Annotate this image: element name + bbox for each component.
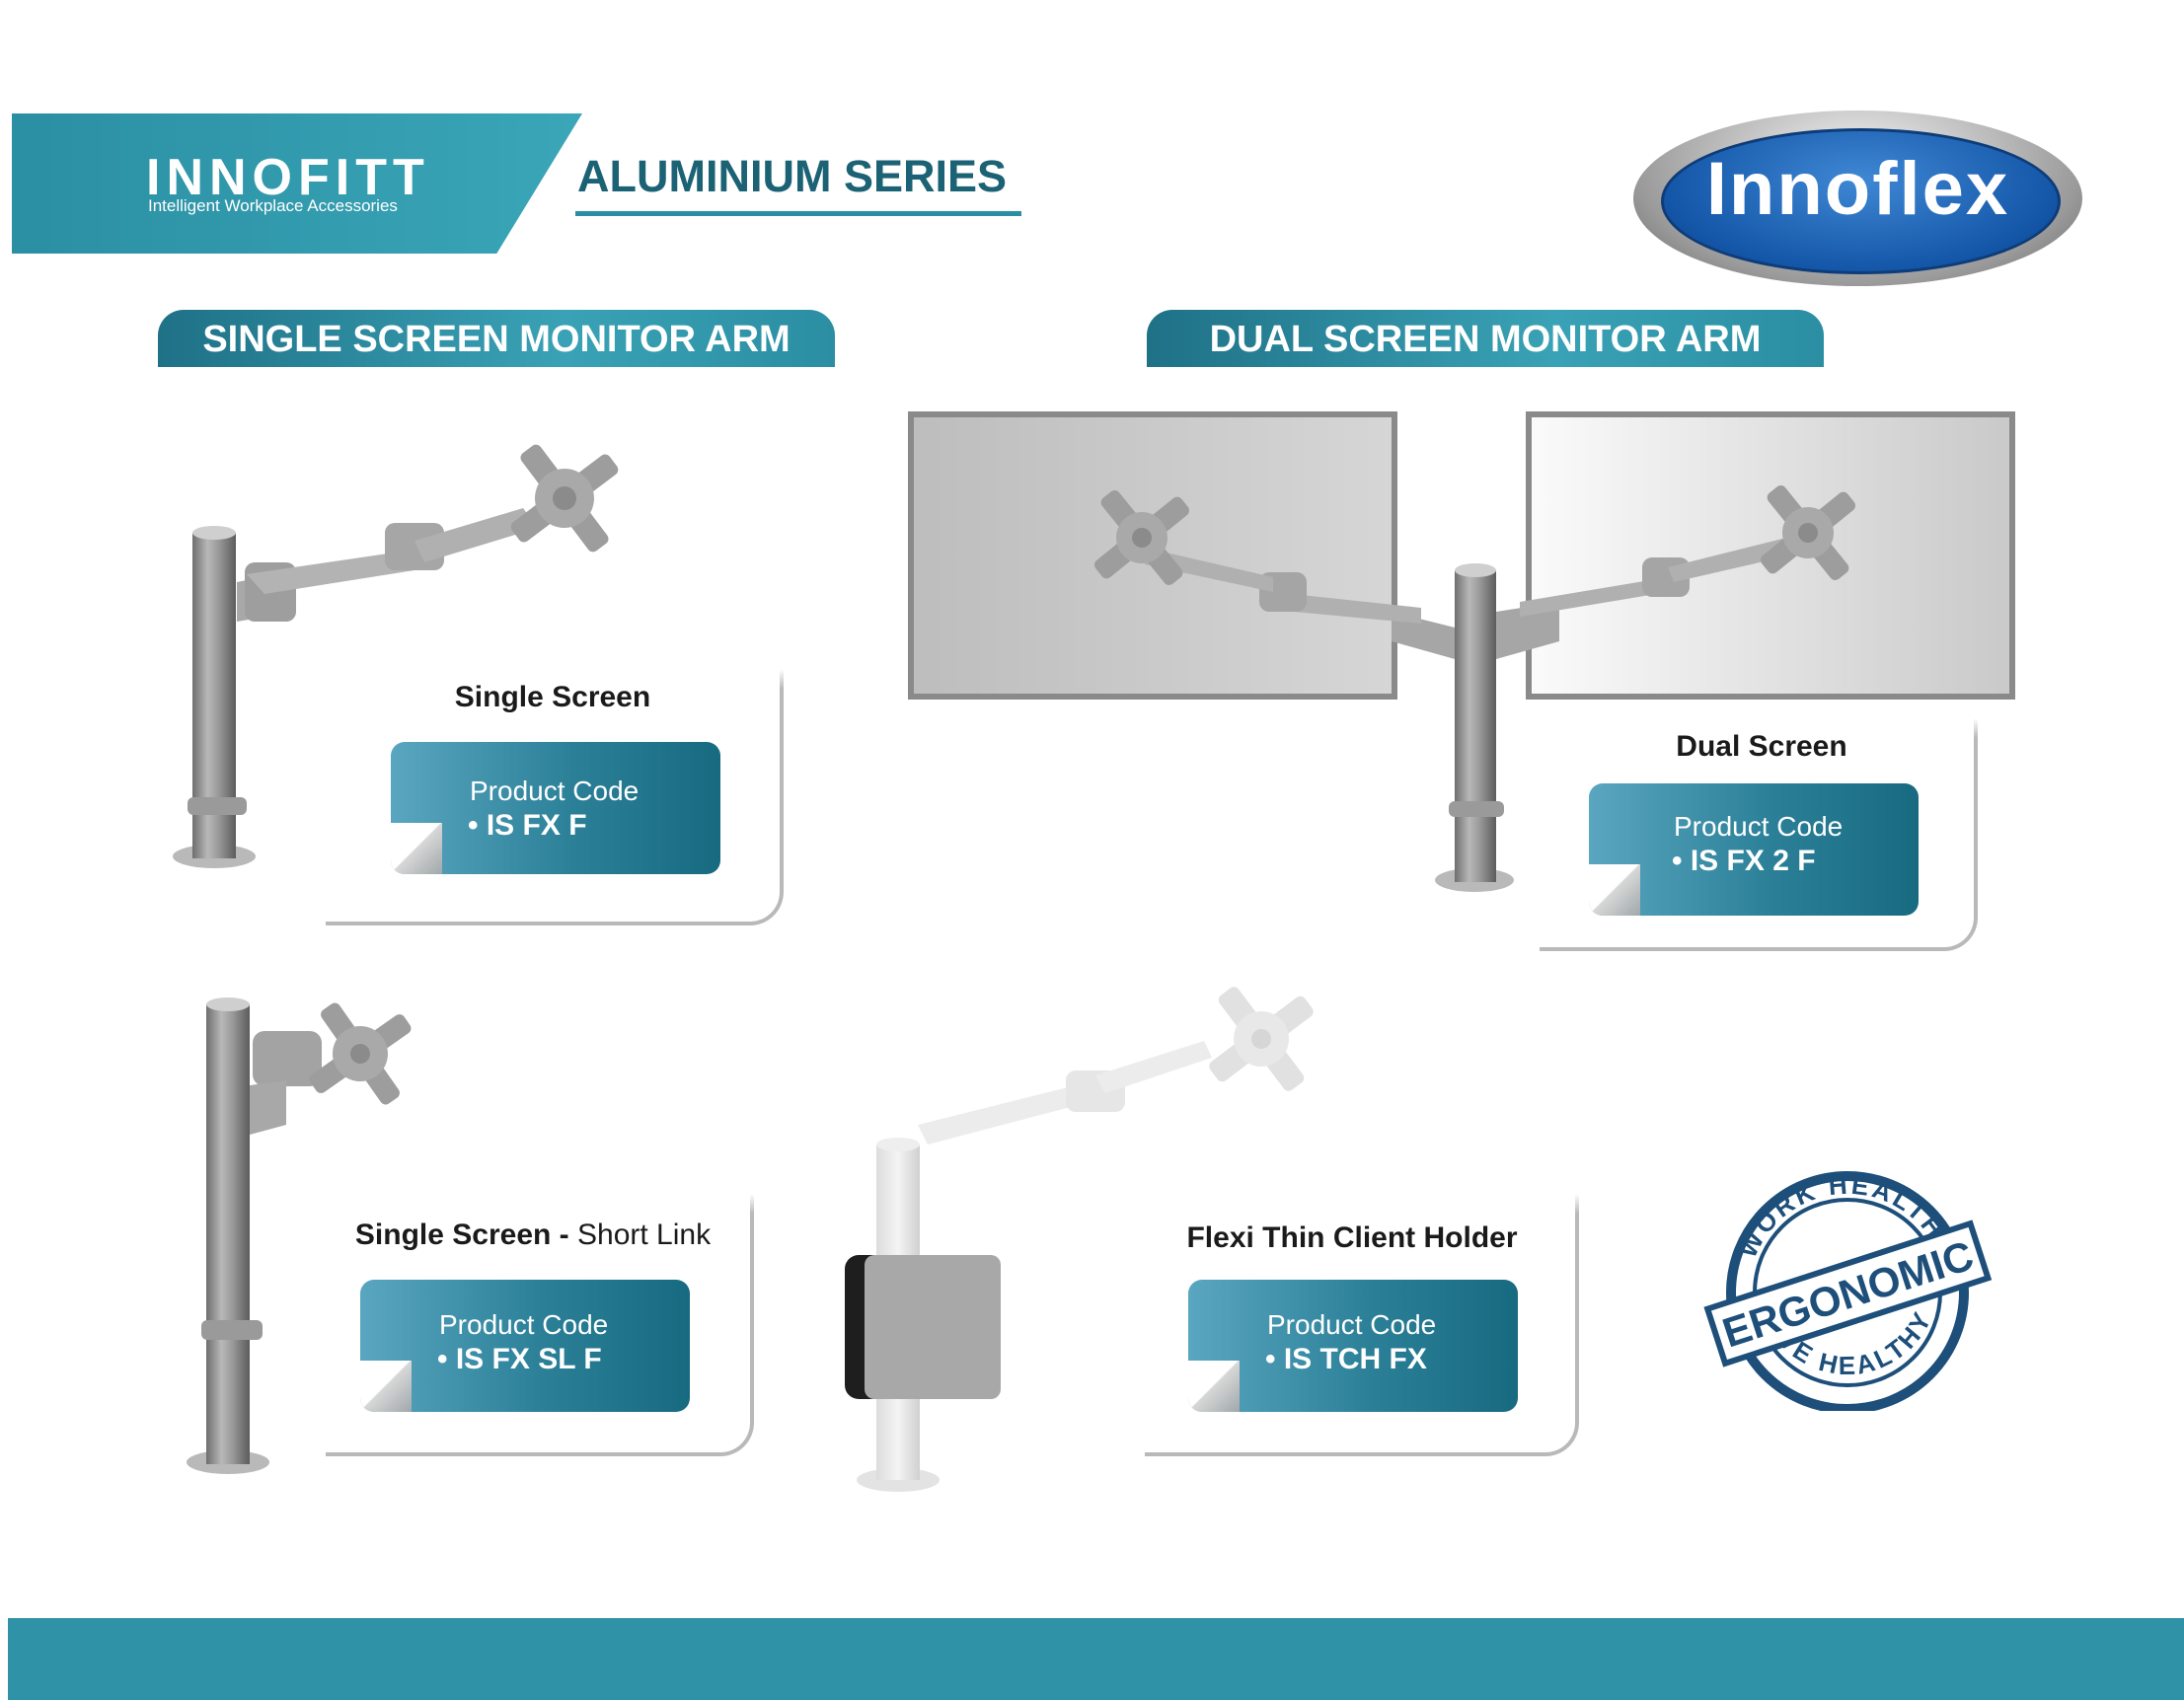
- page-curl-icon: [1188, 1361, 1240, 1412]
- product-code-tag: Product Code • IS FX SL F: [360, 1280, 690, 1412]
- product-code-value: • IS FX 2 F: [1672, 845, 1816, 877]
- product-code-value: • IS FX F: [468, 809, 587, 842]
- thin-client-holder-image: [845, 987, 1314, 1492]
- ergonomic-badge: WORK HEALTHY LIVE HEALTHY ERGONOMIC: [1703, 1170, 1993, 1411]
- product-code-value: • IS FX SL F: [437, 1343, 602, 1375]
- product-title-sub: Short Link: [577, 1219, 712, 1251]
- innoflex-logo-text: Innoflex: [1705, 147, 2010, 231]
- footer-bar: [8, 1618, 2184, 1700]
- product-title-main: Single Screen -: [354, 1219, 577, 1251]
- product-code-label: Product Code: [1674, 811, 1844, 842]
- product-code-label: Product Code: [470, 776, 640, 806]
- product-title: Dual Screen: [1676, 730, 1847, 763]
- single-arm-image: [173, 444, 619, 868]
- brand-logo-name: INNOFITT: [146, 149, 430, 206]
- product-code-tag: Product Code • IS FX 2 F: [1589, 783, 1919, 916]
- product-code-label: Product Code: [1267, 1309, 1437, 1340]
- page-curl-icon: [360, 1361, 412, 1412]
- short-link-arm-image: [187, 998, 412, 1474]
- series-underline: [575, 211, 1021, 216]
- product-illustrations: [173, 411, 2015, 1492]
- page-curl-icon: [1589, 864, 1640, 916]
- series-title: ALUMINIUM SERIES: [577, 151, 1008, 201]
- product-code-tag: Product Code • IS TCH FX: [1188, 1280, 1518, 1412]
- section-header-dual: DUAL SCREEN MONITOR ARM: [1147, 310, 1824, 367]
- product-title: Flexi Thin Client Holder: [1186, 1221, 1518, 1254]
- section-header-single: SINGLE SCREEN MONITOR ARM: [158, 310, 835, 367]
- product-code-value: • IS TCH FX: [1265, 1343, 1427, 1375]
- innoflex-logo: [1661, 128, 2061, 274]
- brand-tagline: Intelligent Workplace Accessories: [148, 196, 398, 215]
- product-code-tag: Product Code • IS FX F: [391, 742, 720, 874]
- product-title: Single Screen: [454, 681, 651, 713]
- brand-banner: [12, 113, 582, 254]
- page-curl-icon: [391, 823, 442, 874]
- product-title: Single Screen - Short Link: [336, 1219, 730, 1252]
- product-code-label: Product Code: [439, 1309, 609, 1340]
- dual-arm-image: [908, 411, 2015, 892]
